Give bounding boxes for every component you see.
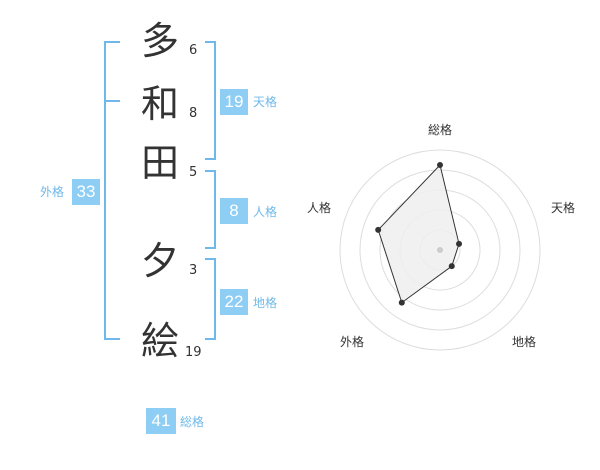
soukaku-label: 総格 (180, 415, 205, 429)
radar-point-0 (437, 162, 443, 168)
radar-point-4 (375, 226, 382, 233)
gaikaku-badge: 33 (72, 179, 100, 205)
radar-grid-ring (339, 149, 541, 351)
stroke-count-2: 8 (189, 106, 198, 121)
soukaku-badge: 41 (146, 408, 176, 434)
tenkaku-bracket (205, 41, 216, 160)
radar-axis-label-jinkaku: 人格 (307, 201, 332, 215)
radar-axis-label-gaikaku: 外格 (340, 335, 365, 349)
radar-points (375, 162, 463, 306)
gaikaku-label: 外格 (40, 185, 65, 199)
name-char-3: 田 (140, 141, 179, 185)
radar-center-dot (437, 247, 443, 253)
radar-point-3 (398, 299, 405, 306)
radar-polygon (377, 163, 460, 304)
radar-axis-label-tenkaku: 天格 (551, 201, 576, 215)
jinkaku-badge: 8 (220, 198, 248, 224)
stroke-count-3: 5 (189, 165, 198, 180)
jinkaku-label: 人格 (253, 205, 278, 219)
radar-point-1 (456, 240, 463, 247)
name-char-4: 夕 (140, 239, 179, 283)
radar-axis-label-chikaku: 地格 (512, 335, 537, 349)
radar-chart (339, 149, 541, 351)
name-char-2: 和 (140, 82, 179, 126)
gaikaku-bracket (104, 41, 120, 340)
radar-point-2 (448, 263, 455, 270)
stroke-count-1: 6 (189, 43, 198, 58)
name-char-1: 多 (140, 19, 179, 63)
chikaku-bracket (205, 258, 216, 340)
name-char-5: 絵 (140, 319, 179, 363)
jinkaku-bracket (205, 170, 216, 249)
tenkaku-label: 天格 (253, 95, 278, 109)
stroke-count-5: 19 (185, 345, 202, 360)
stroke-count-4: 3 (189, 263, 198, 278)
chikaku-badge: 22 (220, 289, 248, 315)
radar-axis-label-soukaku: 総格 (428, 123, 453, 137)
chikaku-label: 地格 (253, 296, 278, 310)
tenkaku-badge: 19 (220, 89, 248, 115)
